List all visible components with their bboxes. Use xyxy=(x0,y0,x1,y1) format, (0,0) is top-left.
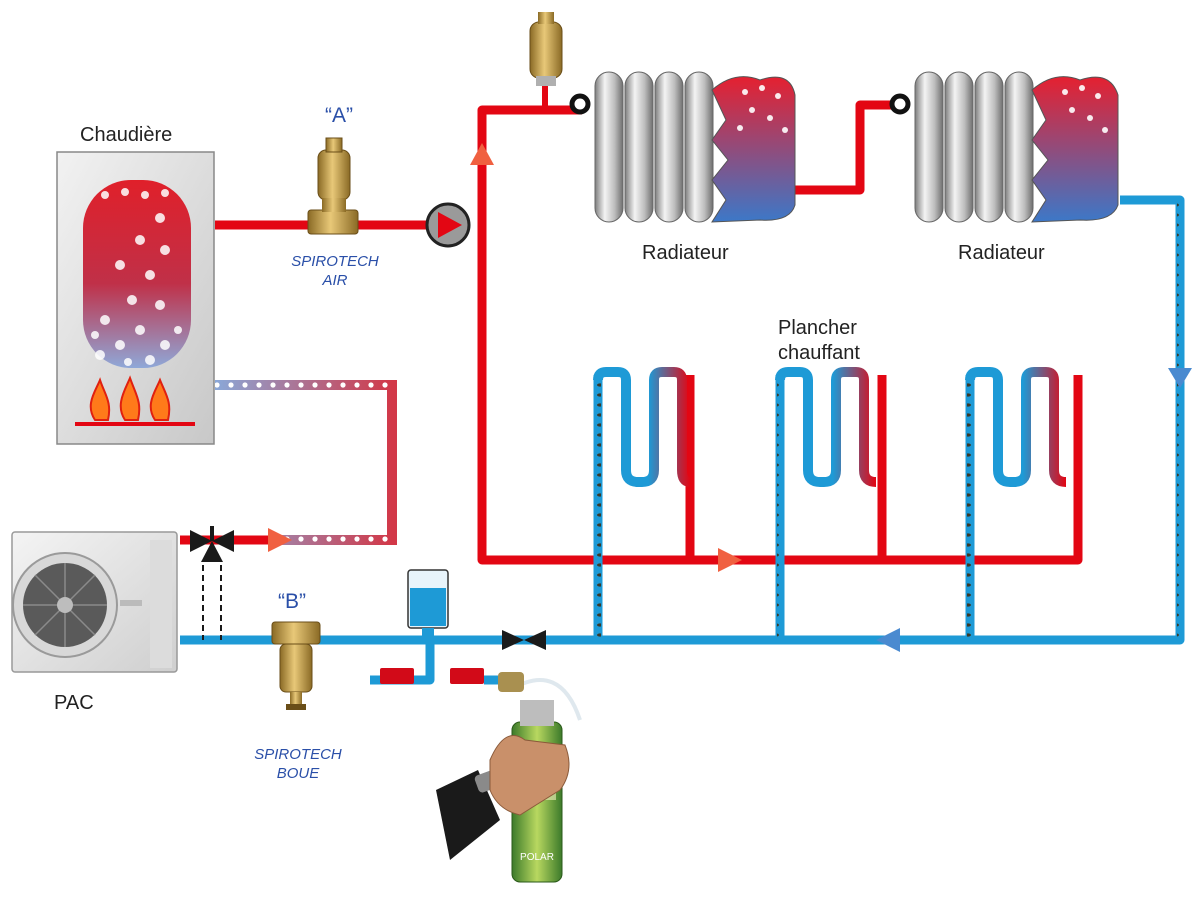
boiler-label: Chaudière xyxy=(80,124,173,146)
radiator-1-label: Radiateur xyxy=(642,242,729,264)
hand-icon xyxy=(436,735,570,860)
can-brand-text: POLAR xyxy=(520,852,554,863)
arrow-down-icon xyxy=(1168,368,1192,388)
heat-pump-label: PAC xyxy=(54,692,94,714)
spirotech-air-line1: SPIROTECH xyxy=(291,253,379,270)
heat-pump-icon xyxy=(11,531,178,673)
boiler-bubbles xyxy=(91,188,182,366)
spirotech-boue-label: SPIROTECH BOUE xyxy=(243,745,353,783)
boiler-return-pipe xyxy=(215,380,397,545)
arrow-right-icon xyxy=(718,548,742,572)
air-vent xyxy=(529,12,563,86)
floor-heating-line2: chauffant xyxy=(778,342,860,364)
radiator-icon-2 xyxy=(889,71,1119,223)
floor-heating-label: Plancher chauffant xyxy=(778,316,860,366)
spirotech-air-separator xyxy=(307,137,359,235)
radiator-flow-pipe xyxy=(477,105,582,225)
separator-a-tag: “A” xyxy=(325,104,353,127)
spirotech-boue-line2: BOUE xyxy=(276,765,320,782)
valve-icon xyxy=(190,526,234,640)
sludge-particles xyxy=(550,197,1183,643)
spirotech-air-label: SPIROTECH AIR xyxy=(280,252,390,290)
valve-icon-2 xyxy=(502,630,546,650)
radiator-link-pipe xyxy=(790,100,905,195)
floor-heating-coils xyxy=(593,367,1067,487)
radiator-icon xyxy=(569,71,796,223)
pump-icon xyxy=(425,202,471,248)
red-valve-handles xyxy=(380,668,498,685)
coil-3 xyxy=(965,367,1067,487)
flame-icon xyxy=(89,375,171,421)
floor-heating-line1: Plancher xyxy=(778,317,857,339)
separator-b-tag: “B” xyxy=(278,590,306,613)
arrow-right-icon-2 xyxy=(268,528,292,552)
coil-1 xyxy=(593,367,691,487)
spirotech-boue-separator xyxy=(271,621,321,710)
spirotech-boue-line1: SPIROTECH xyxy=(254,746,342,763)
arrow-up-icon xyxy=(470,143,494,165)
arrow-left-icon xyxy=(876,628,900,652)
boiler xyxy=(56,151,215,445)
radiator-2-label: Radiateur xyxy=(958,242,1045,264)
boiler-return-bubbles xyxy=(215,381,396,544)
coil-2 xyxy=(775,367,877,487)
spirotech-air-line2: AIR xyxy=(322,272,348,289)
filling-pot xyxy=(407,569,449,640)
